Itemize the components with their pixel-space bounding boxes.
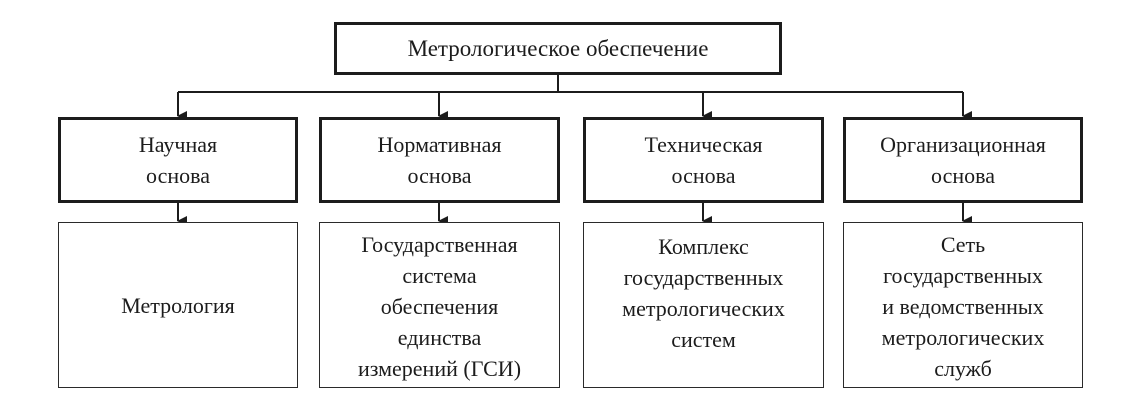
category-label-organizational: Организационная основа — [880, 132, 1046, 188]
leaf-box-metrology: Метрология — [58, 222, 298, 388]
category-label-normative: Нормативная основа — [377, 132, 502, 188]
category-box-scientific: Научная основа — [58, 117, 298, 203]
leaf-box-metrological-services: Сеть государственных и ведомственных мет… — [843, 222, 1083, 388]
category-label-technical: Техническая основа — [644, 132, 763, 188]
leaf-label-gsi: Государственная система обеспечения един… — [357, 232, 522, 381]
leaf-box-state-systems: Комплекс государственных метрологических… — [583, 222, 824, 388]
leaf-label-metrology: Метрология — [121, 292, 235, 318]
leaf-label-metrological-services: Сеть государственных и ведомственных мет… — [881, 232, 1045, 381]
root-box: Метрологическое обеспечение — [334, 22, 782, 75]
leaf-box-gsi: Государственная система обеспечения един… — [319, 222, 560, 388]
category-box-technical: Техническая основа — [583, 117, 824, 203]
category-label-scientific: Научная основа — [138, 132, 218, 188]
leaf-label-state-systems: Комплекс государственных метрологических… — [622, 234, 785, 352]
root-label: Метрологическое обеспечение — [407, 35, 709, 61]
category-box-normative: Нормативная основа — [319, 117, 560, 203]
category-box-organizational: Организационная основа — [843, 117, 1083, 203]
